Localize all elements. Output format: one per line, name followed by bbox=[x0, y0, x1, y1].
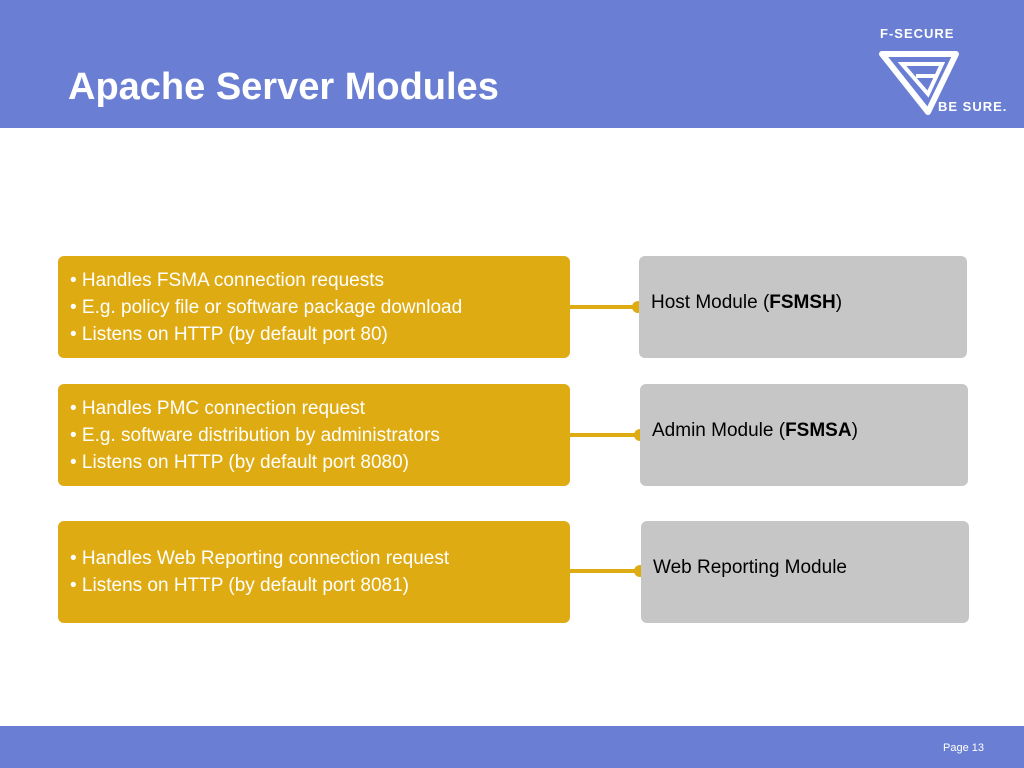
row-2-bullet-2: • E.g. software distribution by administ… bbox=[70, 424, 440, 446]
slide-title: Apache Server Modules bbox=[68, 66, 499, 108]
f-secure-logo-icon bbox=[879, 51, 959, 115]
row-3-bullet-2: • Listens on HTTP (by default port 8081) bbox=[70, 575, 409, 596]
row-3-bullet-1: • Handles Web Reporting connection reque… bbox=[70, 548, 450, 569]
footer-bar: Page 13 bbox=[0, 726, 1024, 768]
logo-top-text: F-SECURE bbox=[880, 26, 955, 41]
row-2-bullet-1: • Handles PMC connection request bbox=[70, 397, 365, 419]
row-2-bullet-3: • Listens on HTTP (by default port 8080) bbox=[70, 451, 409, 473]
row-2-connector bbox=[570, 433, 640, 437]
row-1-description-box: • Handles FSMA connection requests • E.g… bbox=[58, 256, 570, 358]
header-bar: Apache Server Modules F-SECURE BE SURE. bbox=[0, 0, 1024, 128]
row-2-module-label: Admin Module (FSMSA) bbox=[652, 420, 858, 441]
row-1-bullet-1: • Handles FSMA connection requests bbox=[70, 269, 384, 291]
row-1-bullet-2: • E.g. policy file or software package d… bbox=[70, 296, 463, 318]
row-1-module-label: Host Module (FSMSH) bbox=[651, 292, 843, 313]
row-3-connector bbox=[570, 569, 640, 573]
row-3-module-box: Web Reporting Module bbox=[641, 521, 969, 623]
logo-bottom-text: BE SURE. bbox=[938, 99, 1008, 114]
page-number: Page 13 bbox=[943, 742, 984, 754]
row-3-module-label: Web Reporting Module bbox=[653, 557, 847, 578]
row-2-description-box: • Handles PMC connection request • E.g. … bbox=[58, 384, 570, 486]
row-1-bullet-3: • Listens on HTTP (by default port 80) bbox=[70, 323, 388, 345]
row-1-module-box: Host Module (FSMSH) bbox=[639, 256, 967, 358]
f-secure-logo: F-SECURE BE SURE. bbox=[872, 18, 1012, 122]
row-3-description-box: • Handles Web Reporting connection reque… bbox=[58, 521, 570, 623]
row-1-connector bbox=[570, 305, 638, 309]
row-2-module-box: Admin Module (FSMSA) bbox=[640, 384, 968, 486]
